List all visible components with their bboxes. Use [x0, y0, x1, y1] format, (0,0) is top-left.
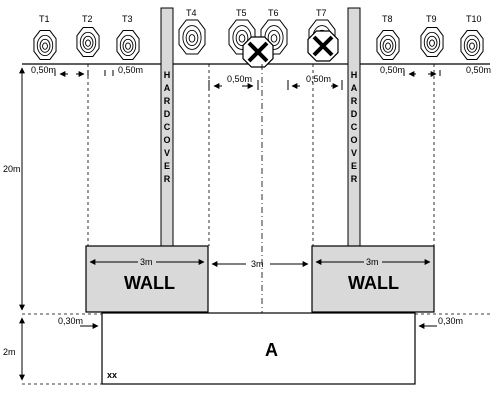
target-label: T6 — [268, 8, 279, 18]
hardcover-letter: C — [164, 122, 171, 132]
hardcover-letter: A — [164, 83, 171, 93]
hardcover-letter: R — [351, 174, 358, 184]
hardcover-letter: E — [351, 161, 357, 171]
hardcover-letter: V — [164, 148, 170, 158]
hardcover-letter: V — [351, 148, 357, 158]
target-label: T7 — [316, 8, 327, 18]
hardcover-letter: A — [351, 83, 358, 93]
guide-lines — [22, 64, 490, 385]
hardcover-letter: D — [164, 109, 171, 119]
left-wall: 3m WALL — [85, 245, 209, 313]
target-t1: T1 — [33, 14, 57, 60]
target-label: T9 — [426, 14, 437, 24]
right-wall: 3m WALL — [311, 245, 435, 313]
spacing-t9-t10: 0,50m — [466, 65, 491, 75]
depth-label: 2m — [3, 347, 16, 357]
left-wall-width: 3m — [140, 257, 153, 267]
target-label: T3 — [122, 14, 133, 24]
hardcover-letter: H — [351, 70, 358, 80]
target-label: T10 — [466, 14, 482, 24]
target-t3: T3 — [116, 14, 140, 60]
target-label: T2 — [82, 14, 93, 24]
spacing-t8-t9: 0,50m — [380, 65, 405, 75]
right-wall-width: 3m — [366, 257, 379, 267]
hardcover-letter: C — [351, 122, 358, 132]
height-dimension: 20m — [3, 67, 25, 311]
start-position-mark: xx — [107, 370, 117, 380]
no-shoot-t5 — [242, 36, 274, 68]
gap-dimension: 3m — [211, 259, 309, 269]
target-t2: T2 — [76, 14, 100, 57]
left-wall-label: WALL — [124, 273, 175, 293]
right-wall-label: WALL — [348, 273, 399, 293]
target-label: T8 — [382, 14, 393, 24]
offset-dimensions: 0,30m 0,30m — [58, 316, 463, 329]
target-t8: T8 — [376, 14, 400, 60]
hardcover-letter: R — [164, 96, 171, 106]
target-t9: T9 — [420, 14, 444, 57]
area-label: A — [265, 340, 278, 360]
gap-label: 3m — [251, 259, 264, 269]
height-label: 20m — [3, 164, 21, 174]
target-label: T4 — [186, 8, 197, 18]
spacing-t2-t3: 0,50m — [118, 65, 143, 75]
spacing-t4-t5: 0,50m — [227, 74, 252, 84]
target-t10: T10 — [460, 14, 484, 60]
hardcover-letter: O — [163, 135, 170, 145]
left-offset-label: 0,30m — [58, 316, 83, 326]
hardcover-letter: R — [164, 174, 171, 184]
hardcover-letter: R — [351, 96, 358, 106]
spacing-dimensions: 0,50m 0,50m 0,50m 0,50m 0,50m 0,50m — [31, 65, 491, 90]
shooting-area: A xx — [101, 312, 416, 385]
target-t4: T4 — [178, 8, 206, 55]
target-label: T1 — [39, 14, 50, 24]
hardcover-letter: O — [350, 135, 357, 145]
spacing-t6-t7: 0,50m — [306, 74, 331, 84]
no-shoot-t7 — [307, 30, 339, 62]
hardcover-letter: H — [164, 70, 171, 80]
hardcover-letter: D — [351, 109, 358, 119]
depth-dimension: 2m — [3, 317, 25, 381]
hardcover-letter: E — [164, 161, 170, 171]
target-label: T5 — [236, 8, 247, 18]
right-offset-label: 0,30m — [438, 316, 463, 326]
spacing-t1-t2: 0,50m — [31, 65, 56, 75]
